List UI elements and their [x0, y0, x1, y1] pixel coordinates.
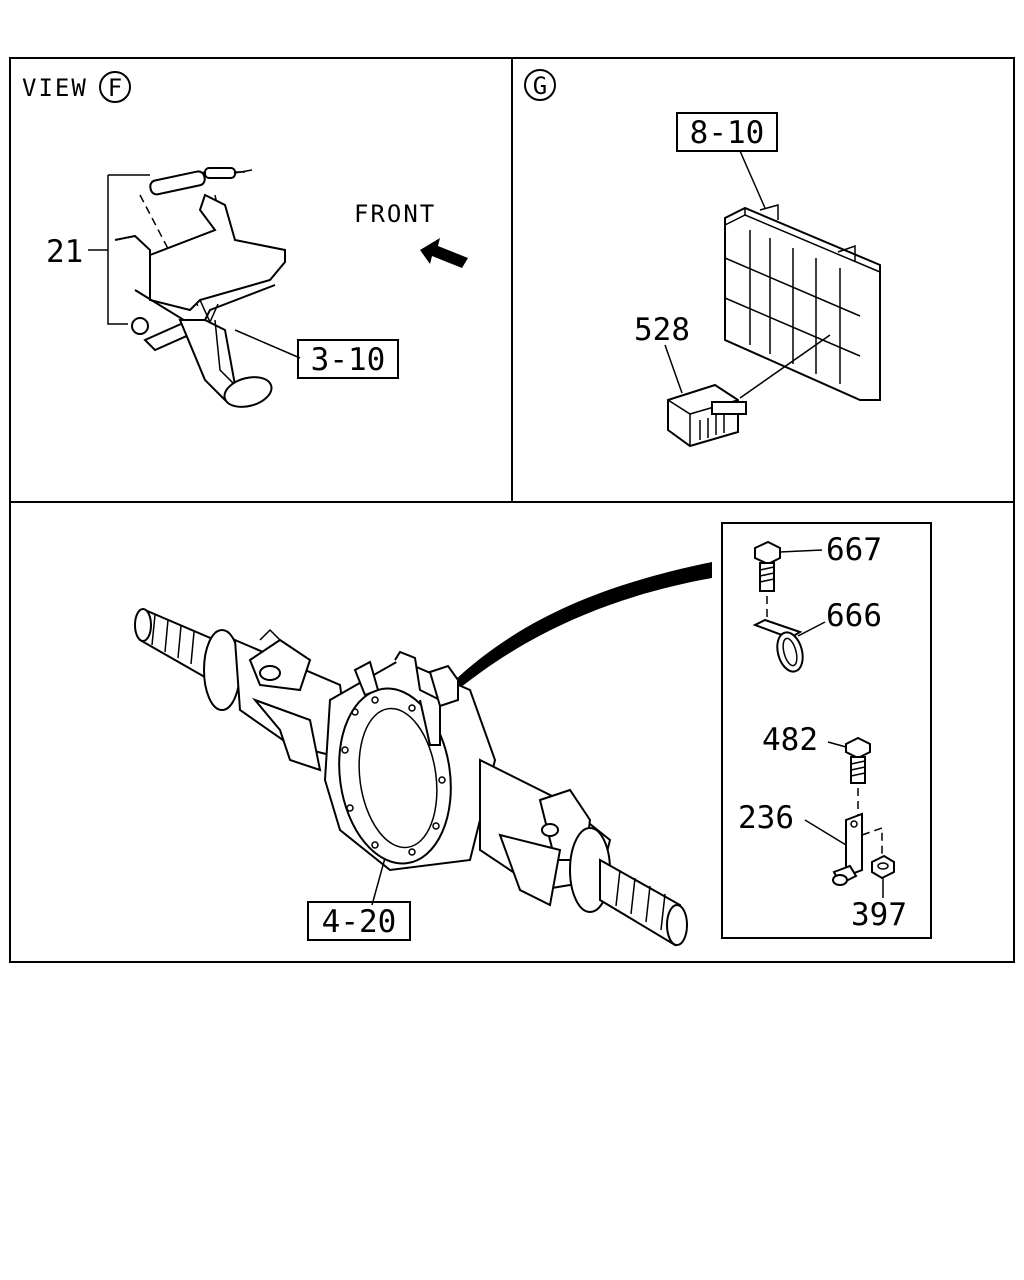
detail-pointer-wedge	[455, 562, 712, 688]
callout-666: 666	[826, 598, 882, 634]
callout-8-10: 8-10	[690, 115, 765, 151]
leader-21	[107, 175, 128, 325]
callout-528: 528	[634, 312, 690, 348]
callout-21: 21	[46, 234, 83, 270]
view-f-letter: F	[108, 74, 122, 102]
front-label: FRONT	[354, 200, 436, 228]
leader-482	[827, 741, 847, 748]
ref-box-3-10	[297, 339, 399, 379]
view-f-word: VIEW	[22, 74, 88, 102]
bolt-482-drawing	[845, 736, 871, 784]
relay-box-drawing	[724, 204, 881, 401]
leader-666	[797, 621, 826, 637]
panel-rear-axle: 4-20 667 666 482	[134, 522, 932, 947]
rear-axle-housing-drawing	[134, 608, 688, 947]
callout-4-20: 4-20	[322, 904, 397, 940]
view-g-letter: G	[533, 72, 547, 100]
view-g-circle	[524, 69, 556, 101]
panel-view-g: G 8-10 528	[524, 69, 881, 448]
leader-528	[664, 344, 683, 394]
clip-666-drawing	[752, 618, 804, 673]
leader-4-20	[371, 857, 386, 906]
bracket-236-drawing	[832, 812, 883, 886]
callout-482: 482	[762, 722, 818, 758]
leader-8-10	[739, 150, 766, 209]
brake-pedal-bracket-drawing	[114, 167, 301, 408]
relay-528-drawing	[667, 334, 831, 448]
nut-397-drawing	[871, 854, 895, 880]
panel-view-f: VIEW F FRONT 21 3-10	[22, 71, 468, 408]
view-f-circle	[99, 71, 131, 103]
callout-397: 397	[851, 897, 907, 933]
leader-236	[804, 819, 847, 846]
bolt-667-drawing	[754, 540, 781, 592]
ref-box-8-10	[676, 112, 778, 152]
detail-inset-frame	[721, 522, 932, 939]
callout-236: 236	[738, 800, 794, 836]
ref-box-4-20	[307, 901, 411, 941]
callout-667: 667	[826, 532, 882, 568]
leader-667	[779, 549, 823, 553]
front-arrow-icon	[420, 238, 468, 268]
callout-3-10: 3-10	[311, 342, 386, 378]
